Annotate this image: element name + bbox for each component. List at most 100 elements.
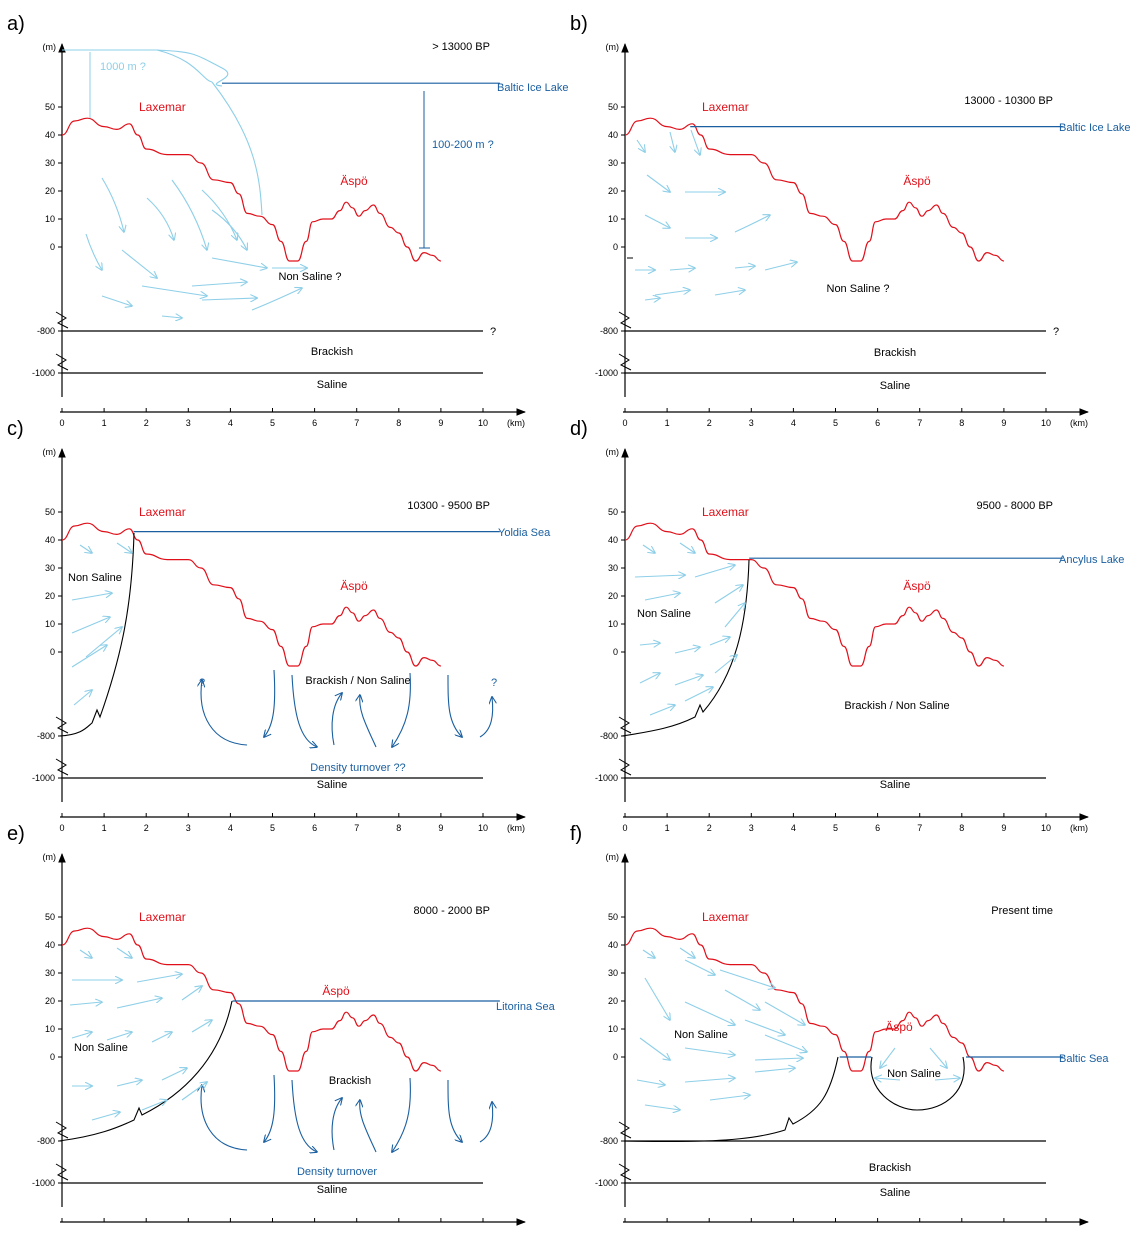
axis-break (55, 1163, 69, 1181)
flow-arrow (709, 1095, 750, 1101)
x-tick-label: 8 (959, 418, 964, 428)
flow-arrow (101, 295, 132, 306)
flow-arrow (71, 617, 110, 634)
fresh-saline-interface (621, 559, 750, 737)
x-unit: (km) (507, 418, 525, 428)
x-tick-label: 8 (959, 823, 964, 833)
y-tick-label: 20 (45, 996, 55, 1006)
zone-label: Brackish (869, 1162, 911, 1174)
flow-arrow (116, 998, 162, 1009)
flow-arrow (714, 585, 743, 604)
y-tick-label: 20 (45, 186, 55, 196)
y-tick-label: 30 (45, 968, 55, 978)
y-tick-label: 30 (45, 158, 55, 168)
flow-arrow (649, 705, 675, 716)
flow-arrow (644, 977, 670, 1020)
x-tick-label: 2 (144, 418, 149, 428)
y-unit: (m) (43, 447, 57, 457)
water-body-label: Baltic Ice Lake (1059, 122, 1131, 134)
x-tick-label: 4 (228, 823, 233, 833)
y-tick-label: -800 (37, 731, 55, 741)
zone-label: Non Saline (637, 608, 691, 620)
flow-arrow (880, 1047, 896, 1068)
zone-label: Brackish / Non Saline (844, 700, 949, 712)
flow-arrow (85, 627, 122, 658)
flow-arrow (639, 1037, 670, 1060)
flow-arrow (679, 542, 695, 553)
flow-arrow (91, 1112, 120, 1121)
y-tick-label: 30 (608, 563, 618, 573)
place-label: Laxemar (139, 505, 186, 519)
y-tick-label: -1000 (32, 368, 55, 378)
flow-arrow (141, 285, 207, 296)
flow-arrow (642, 544, 655, 553)
ice-thickness-label: 1000 m ? (100, 61, 146, 73)
turnover-arrow (479, 697, 493, 738)
y-tick-label: 30 (608, 158, 618, 168)
x-tick-label: 5 (833, 823, 838, 833)
axis-break (55, 311, 69, 329)
zone-label: Brackish / Non Saline (305, 675, 410, 687)
y-tick-label: 10 (45, 1024, 55, 1034)
y-tick-label: 30 (45, 563, 55, 573)
turnover-arrow (447, 1079, 462, 1142)
y-unit: (m) (606, 42, 620, 52)
flow-arrow (684, 687, 713, 702)
flow-arrow (875, 1078, 901, 1080)
place-label: Äspö (340, 174, 368, 188)
flow-arrow (161, 1068, 187, 1081)
panel-letter: b) (570, 13, 588, 35)
flow-arrow (146, 197, 174, 240)
x-tick-label: 0 (622, 823, 627, 833)
zone-label: Brackish (329, 1075, 371, 1087)
y-tick-label: 0 (613, 647, 618, 657)
terrain-profile (624, 117, 1004, 262)
y-tick-label: -1000 (32, 1178, 55, 1188)
x-tick-label: 10 (478, 823, 488, 833)
y-tick-label: -800 (600, 326, 618, 336)
place-label: Äspö (903, 579, 931, 593)
axis-break (618, 716, 632, 734)
flow-arrow (161, 316, 182, 318)
flow-arrow (71, 645, 107, 668)
flow-arrow (79, 544, 92, 553)
zone-label: Non Saline (74, 1042, 128, 1054)
zone-label: Non Saline (68, 572, 122, 584)
flow-arrow (644, 298, 660, 300)
period-label: > 13000 BP (432, 41, 490, 53)
flow-arrow (764, 1034, 807, 1052)
y-tick-label: -1000 (595, 368, 618, 378)
period-label: 8000 - 2000 BP (414, 905, 490, 917)
flow-arrow (136, 974, 182, 983)
x-tick-label: 1 (665, 418, 670, 428)
turnover-arrow (447, 674, 462, 737)
period-label: Present time (991, 905, 1053, 917)
zone-label: Saline (880, 380, 911, 392)
fresh-saline-interface (621, 1056, 839, 1143)
unknown-mark: ? (1053, 326, 1059, 338)
flow-arrow (201, 298, 257, 300)
y-tick-label: 20 (45, 591, 55, 601)
x-tick-label: 4 (228, 418, 233, 428)
flow-arrow (106, 1032, 132, 1041)
flow-arrow (636, 139, 645, 152)
y-unit: (m) (606, 447, 620, 457)
island-lens-interface (870, 1056, 965, 1111)
y-unit: (m) (43, 42, 57, 52)
flow-arrow (679, 947, 695, 958)
x-unit: (km) (1070, 418, 1088, 428)
flow-arrow (764, 262, 797, 271)
x-tick-label: 6 (312, 823, 317, 833)
flow-arrow (690, 129, 700, 155)
turnover-arrow (264, 669, 276, 737)
x-tick-label: 6 (875, 823, 880, 833)
turnover-arrow (479, 1102, 493, 1143)
axis-break (618, 311, 632, 329)
y-tick-label: 40 (45, 940, 55, 950)
turnover-arrow (392, 1077, 411, 1152)
y-tick-label: -800 (600, 1136, 618, 1146)
flow-arrow (211, 257, 267, 268)
turnover-arrow (264, 1074, 276, 1142)
